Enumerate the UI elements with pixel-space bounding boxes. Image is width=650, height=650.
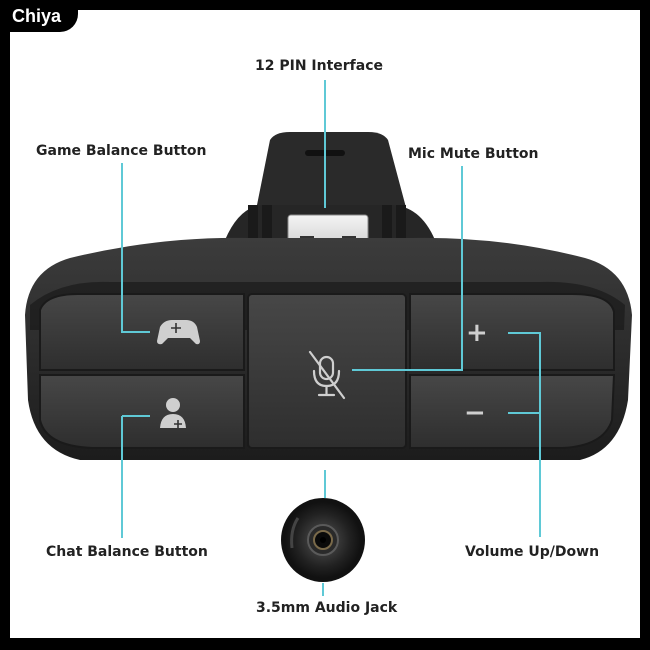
mic-mute-icon [308,350,346,400]
callout-lines [121,80,541,596]
volume-label: Volume Up/Down [465,544,600,560]
callout-game-balance [121,163,150,333]
pin-interface-label: 12 PIN Interface [255,58,384,74]
volume-minus-symbol: − [464,398,486,428]
audio-jack-label: 3.5mm Audio Jack [256,600,398,616]
brand-logo: Chiya [0,0,78,32]
brand-name: Chiya [12,6,62,26]
volume-down-button-face [409,374,616,449]
callout-volume [508,332,541,537]
chat-balance-label: Chat Balance Button [46,544,208,560]
callout-mic-mute [352,166,463,371]
audio-jack-closeup [281,498,365,582]
volume-plus-symbol: + [466,318,488,348]
game-balance-label: Game Balance Button [36,143,207,159]
mic-mute-label: Mic Mute Button [408,146,539,162]
chat-balance-button-face [39,374,245,449]
controller-icon [157,320,200,345]
button-panel [39,293,616,449]
person-plus-icon [160,398,186,428]
callout-chat-balance [121,415,150,538]
